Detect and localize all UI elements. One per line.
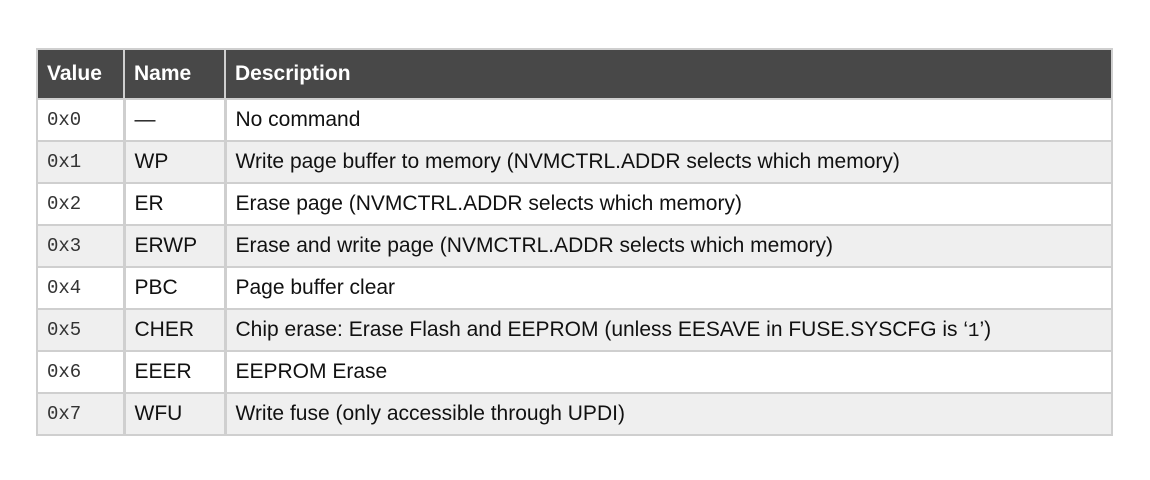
header-row: Value Name Description [36,48,1113,100]
table-header: Value Name Description [36,48,1113,100]
table-row: 0x1 WP Write page buffer to memory (NVMC… [36,140,1113,184]
description-cell: Erase and write page (NVMCTRL.ADDR selec… [224,224,1113,268]
description-cell: Write fuse (only accessible through UPDI… [224,392,1113,436]
table-row: 0x2 ER Erase page (NVMCTRL.ADDR selects … [36,182,1113,226]
value-cell: 0x2 [36,182,126,226]
table-row: 0x5 CHER Chip erase: Erase Flash and EEP… [36,308,1113,352]
description-cell: No command [224,98,1113,142]
name-cell: CHER [123,308,227,352]
value-cell: 0x0 [36,98,126,142]
header-value: Value [36,48,125,100]
table-row: 0x7 WFU Write fuse (only accessible thro… [36,392,1113,436]
value-cell: 0x5 [36,308,126,352]
value-cell: 0x1 [36,140,126,184]
table-row: 0x6 EEER EEPROM Erase [36,350,1113,394]
description-cell: Page buffer clear [224,266,1113,310]
value-cell: 0x4 [36,266,126,310]
value-cell: 0x3 [36,224,126,268]
description-cell: Erase page (NVMCTRL.ADDR selects which m… [224,182,1113,226]
name-cell: — [123,98,227,142]
description-code: 1 [968,320,980,342]
table-row: 0x4 PBC Page buffer clear [36,266,1113,310]
name-cell: WP [123,140,227,184]
name-cell: ER [123,182,227,226]
table-row: 0x3 ERWP Erase and write page (NVMCTRL.A… [36,224,1113,268]
name-cell: PBC [123,266,227,310]
description-cell: Chip erase: Erase Flash and EEPROM (unle… [224,308,1113,352]
nvm-command-table: Value Name Description 0x0 — No command … [36,48,1113,436]
name-cell: ERWP [123,224,227,268]
description-cell: Write page buffer to memory (NVMCTRL.ADD… [224,140,1113,184]
description-text-end: ’) [979,318,992,341]
description-text: Chip erase: Erase Flash and EEPROM (unle… [235,318,969,341]
table-body: 0x0 — No command 0x1 WP Write page buffe… [36,98,1113,436]
name-cell: WFU [123,392,227,436]
value-cell: 0x6 [36,350,126,394]
value-cell: 0x7 [36,392,126,436]
description-cell: EEPROM Erase [224,350,1113,394]
table-row: 0x0 — No command [36,98,1113,142]
header-name: Name [123,48,226,100]
name-cell: EEER [123,350,227,394]
header-description: Description [224,48,1113,100]
